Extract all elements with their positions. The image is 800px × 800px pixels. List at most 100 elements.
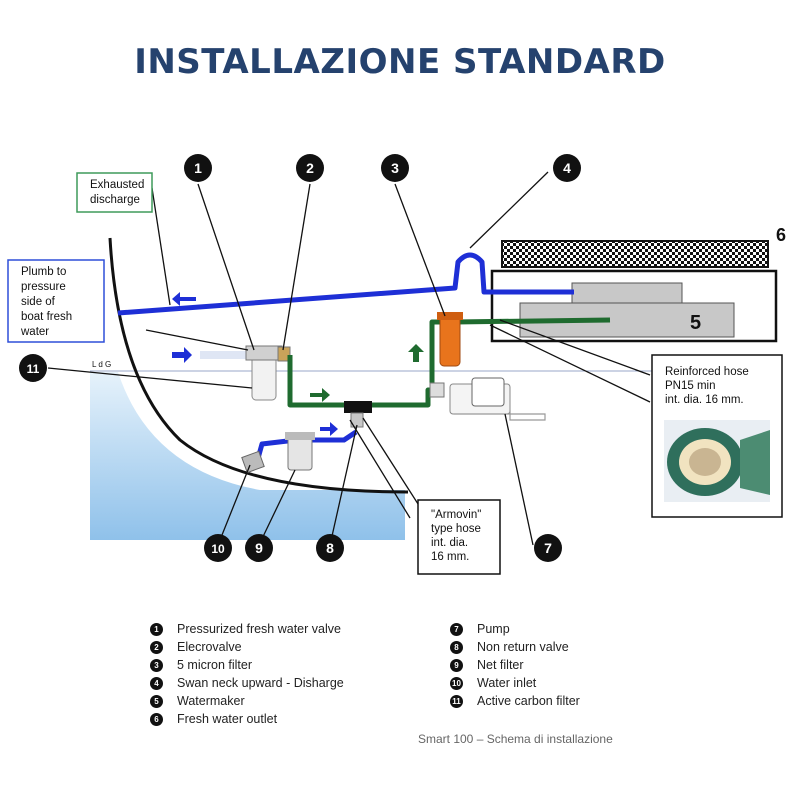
plumb-line1: Plumb to [21, 266, 66, 278]
legend-number-badge: 1 [150, 622, 163, 636]
pressurized-valve [245, 345, 283, 361]
plumb-line4: boat fresh [21, 311, 72, 323]
legend-text: Active carbon filter [477, 694, 580, 708]
discharge-arrow-icon [172, 292, 196, 306]
exhausted-discharge-callout [76, 172, 153, 213]
legend-number-badge: 10 [450, 676, 463, 690]
svg-text:9: 9 [255, 540, 263, 556]
legend-text: Net filter [477, 658, 524, 672]
plumb-callout [7, 259, 105, 343]
svg-text:8: 8 [326, 540, 334, 556]
legend-text: Swan neck upward - Disharge [177, 676, 344, 690]
sea-water [90, 372, 405, 540]
legend-item: 6 Fresh water outlet [150, 710, 344, 728]
fresh-water-outlet-unit [501, 240, 769, 268]
marker-1: 1 [184, 154, 212, 182]
legend-item: 4 Swan neck upward - Disharge [150, 674, 344, 692]
reinforced-hose-tail [740, 430, 770, 495]
micron-filter-cap [437, 312, 463, 320]
svg-text:4: 4 [563, 160, 571, 176]
svg-text:10: 10 [211, 542, 225, 556]
marker-9: 9 [245, 534, 273, 562]
svg-text:7: 7 [544, 540, 552, 556]
leader-lines [47, 171, 651, 546]
legend-left: 1 Pressurized fresh water valve 2 Elecrova… [150, 620, 344, 728]
legend-item: 8 Non return valve [450, 638, 580, 656]
micron-filter [439, 315, 461, 367]
net-filter [287, 435, 313, 471]
page-title: INSTALLAZIONE STANDARD [134, 42, 666, 82]
non-return-valve [344, 401, 372, 413]
plumb-line5: water [20, 326, 49, 338]
armovin-line4: 16 mm. [431, 551, 469, 563]
legend-item: 5 Watermaker [150, 692, 344, 710]
armovin-line1: "Armovin" [431, 509, 481, 521]
legend-item: 1 Pressurized fresh water valve [150, 620, 344, 638]
svg-text:2: 2 [306, 160, 314, 176]
legend-text: 5 micron filter [177, 658, 253, 672]
net-filter-cap [285, 432, 315, 440]
legend-number-badge: 8 [450, 640, 463, 654]
legend-number-badge: 5 [150, 694, 163, 708]
unit-number-six: 6 [776, 225, 786, 245]
legend-text: Non return valve [477, 640, 569, 654]
legend-number-badge: 7 [450, 622, 463, 636]
reinforced-hose-line2: PN15 min [665, 380, 716, 392]
legend-item: 9 Net filter [450, 656, 580, 674]
legend-number-badge: 3 [150, 658, 163, 672]
marker-2: 2 [296, 154, 324, 182]
green-flow-arrow-right-icon [310, 388, 330, 402]
marker-4: 4 [553, 154, 581, 182]
membrane-bottom [519, 302, 735, 338]
svg-text:11: 11 [27, 362, 40, 376]
plumb-line2: pressure [21, 281, 66, 293]
legend-number-badge: 6 [150, 712, 163, 726]
feed-hose [287, 319, 445, 408]
legend-item: 7 Pump [450, 620, 580, 638]
pump-base [454, 410, 546, 421]
marker-10: 10 [204, 534, 232, 562]
svg-text:1: 1 [194, 160, 202, 176]
legend-text: Elecrovalve [177, 640, 242, 654]
armovin-line3: int. dia. [431, 537, 468, 549]
legend-item: 2 Elecrovalve [150, 638, 344, 656]
exhausted-discharge-line2: discharge [90, 194, 140, 206]
reinforced-hose-line1: Reinforced hose [665, 366, 749, 378]
unit-number-five: 5 [690, 312, 701, 334]
membrane-top [571, 282, 683, 304]
inlet-arrow-icon [320, 422, 338, 436]
discharge-hose [117, 252, 574, 316]
marker-8: 8 [316, 534, 344, 562]
armovin-hose-callout [417, 499, 501, 575]
legend-right: 7 Pump 8 Non return valve 9 Net filter 10 Wa… [450, 620, 580, 710]
armovin-line2: type hose [431, 523, 481, 535]
plumb-line3: side of [21, 296, 56, 308]
legend-text: Pump [477, 622, 510, 636]
pump-motor [471, 377, 505, 407]
legend-number-badge: 2 [150, 640, 163, 654]
legend-text: Watermaker [177, 694, 245, 708]
legend-text: Pressurized fresh water valve [177, 622, 341, 636]
marker-11: 11 [19, 354, 47, 382]
product-hose [454, 317, 611, 325]
marker-3: 3 [381, 154, 409, 182]
reinforced-hose-hole [689, 448, 721, 476]
boat-hull [108, 237, 409, 494]
legend-text: Water inlet [477, 676, 537, 690]
fresh-water-inlet-arrow-icon [172, 347, 192, 363]
pump-port [429, 382, 445, 398]
legend-number-badge: 9 [450, 658, 463, 672]
legend-number-badge: 11 [450, 694, 463, 708]
legend-item: 11 Active carbon filter [450, 692, 580, 710]
legend-text: Fresh water outlet [177, 712, 278, 726]
reinforced-hose-line3: int. dia. 16 mm. [665, 394, 744, 406]
figure-caption: Smart 100 – Schema di installazione [418, 732, 613, 746]
svg-text:3: 3 [391, 160, 399, 176]
legend-number-badge: 4 [150, 676, 163, 690]
water-line-label: L d G [92, 360, 111, 369]
legend-item: 10 Water inlet [450, 674, 580, 692]
water-inlet-valve [241, 450, 265, 474]
exhausted-discharge-line1: Exhausted [90, 179, 144, 191]
green-flow-arrow-up-icon [408, 344, 424, 362]
